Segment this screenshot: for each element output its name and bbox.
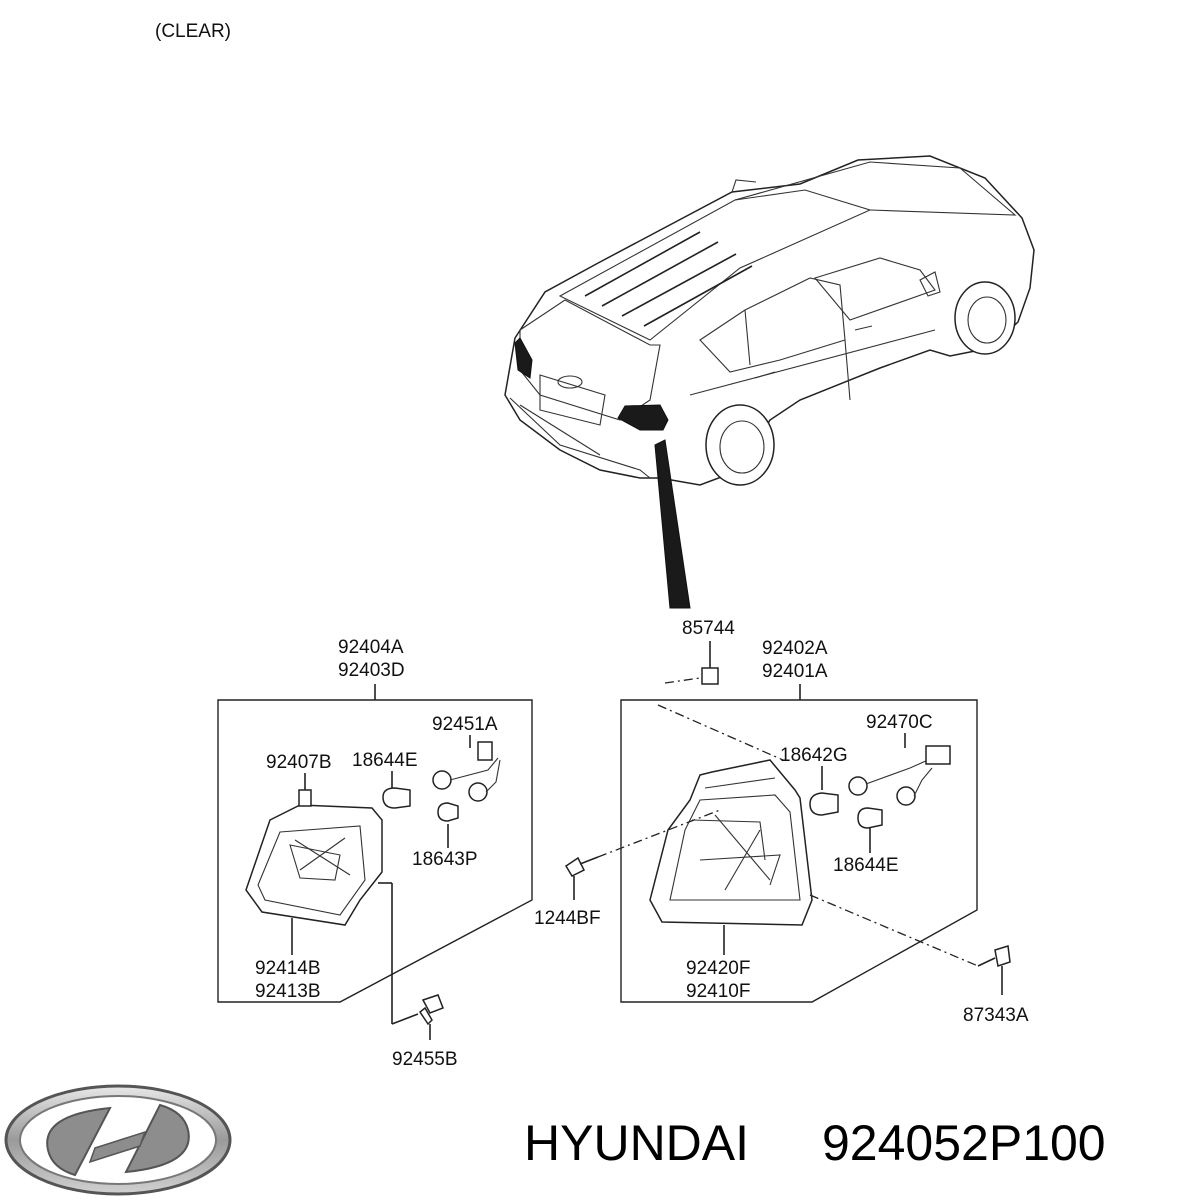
clear-note: (CLEAR) bbox=[155, 21, 231, 42]
label-92407B: 92407B bbox=[266, 752, 332, 773]
hyundai-logo-icon bbox=[4, 1084, 232, 1196]
left-lamp-assembly: 92404A 92403D 92451A 92407B 18644E 18643… bbox=[217, 637, 533, 1070]
label-92420F: 92420F bbox=[686, 958, 750, 979]
label-92470C: 92470C bbox=[866, 712, 933, 733]
label-92410F: 92410F bbox=[686, 981, 750, 1002]
label-92404A: 92404A bbox=[338, 637, 404, 658]
label-92403D: 92403D bbox=[338, 660, 405, 681]
label-85744: 85744 bbox=[682, 618, 735, 639]
label-92401A: 92401A bbox=[762, 661, 828, 682]
label-92413B: 92413B bbox=[255, 981, 321, 1002]
brand-name: HYUNDAI bbox=[524, 1115, 749, 1171]
label-18644E-right: 18644E bbox=[833, 855, 899, 876]
right-lamp-assembly: 85744 92402A 92401A 92470C 18642G 18644E bbox=[534, 618, 1029, 1026]
label-92455B: 92455B bbox=[392, 1049, 458, 1070]
label-92414B: 92414B bbox=[255, 958, 321, 979]
label-87343A: 87343A bbox=[963, 1005, 1029, 1026]
vehicle-illustration bbox=[504, 155, 1035, 609]
part-number: 924052P100 bbox=[822, 1115, 1106, 1171]
label-18644E-left: 18644E bbox=[352, 750, 418, 771]
label-92451A: 92451A bbox=[432, 714, 498, 735]
label-92402A: 92402A bbox=[762, 638, 828, 659]
label-18642G: 18642G bbox=[780, 745, 848, 766]
label-18643P: 18643P bbox=[412, 849, 478, 870]
label-1244BF: 1244BF bbox=[534, 908, 601, 929]
